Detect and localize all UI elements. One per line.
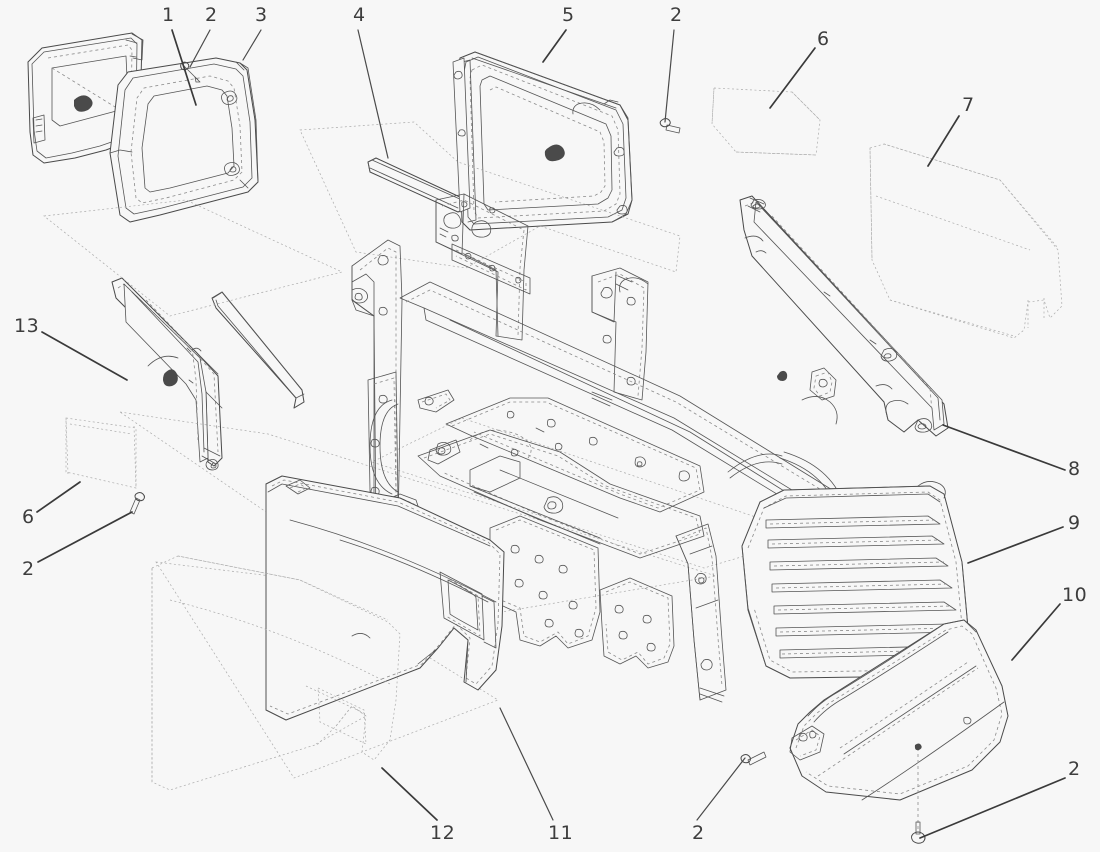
callout-label-11: 11 xyxy=(548,822,574,844)
callout-label-7: 7 xyxy=(962,94,975,116)
part-8-right-side-panel-frame xyxy=(739,195,949,437)
callout-label-2-right: 2 xyxy=(1068,758,1081,780)
callout-label-12: 12 xyxy=(430,822,456,844)
callout-label-10: 10 xyxy=(1062,584,1088,606)
callout-label-2-left: 2 xyxy=(22,558,35,580)
callout-label-2-bottom: 2 xyxy=(692,822,705,844)
fastener-group-item-2 xyxy=(129,492,145,515)
callout-leader-lines xyxy=(36,29,1066,839)
part-7-right-fender-panel xyxy=(869,143,1063,339)
part-13-left-side-panel-frame xyxy=(111,277,223,471)
callout-label-6-top: 6 xyxy=(817,28,830,50)
part-5-radiator-shroud-panel xyxy=(452,51,681,231)
part-3-hood-frame xyxy=(109,57,259,223)
part-10-front-bumper xyxy=(740,619,1009,844)
central-frame-assembly xyxy=(43,121,853,779)
callout-label-6-left: 6 xyxy=(22,506,35,528)
callout-label-1: 1 xyxy=(162,4,175,26)
callout-label-13: 13 xyxy=(14,315,40,337)
part-4-side-rail xyxy=(211,291,305,409)
callout-label-9: 9 xyxy=(1068,512,1081,534)
part-6-insulation-strip-top xyxy=(711,87,821,156)
part-6-insulation-strip-left xyxy=(65,417,137,489)
callout-label-4: 4 xyxy=(353,4,366,26)
callout-label-8: 8 xyxy=(1068,458,1081,480)
part-11-front-lower-apron xyxy=(265,475,505,721)
callout-label-2-top-a: 2 xyxy=(205,4,218,26)
part-12-left-fender-panel xyxy=(151,555,401,791)
callout-label-5: 5 xyxy=(562,4,575,26)
part-4-support-bar xyxy=(367,157,467,213)
callout-label-3: 3 xyxy=(255,4,268,26)
callout-label-2-top-b: 2 xyxy=(670,4,683,26)
